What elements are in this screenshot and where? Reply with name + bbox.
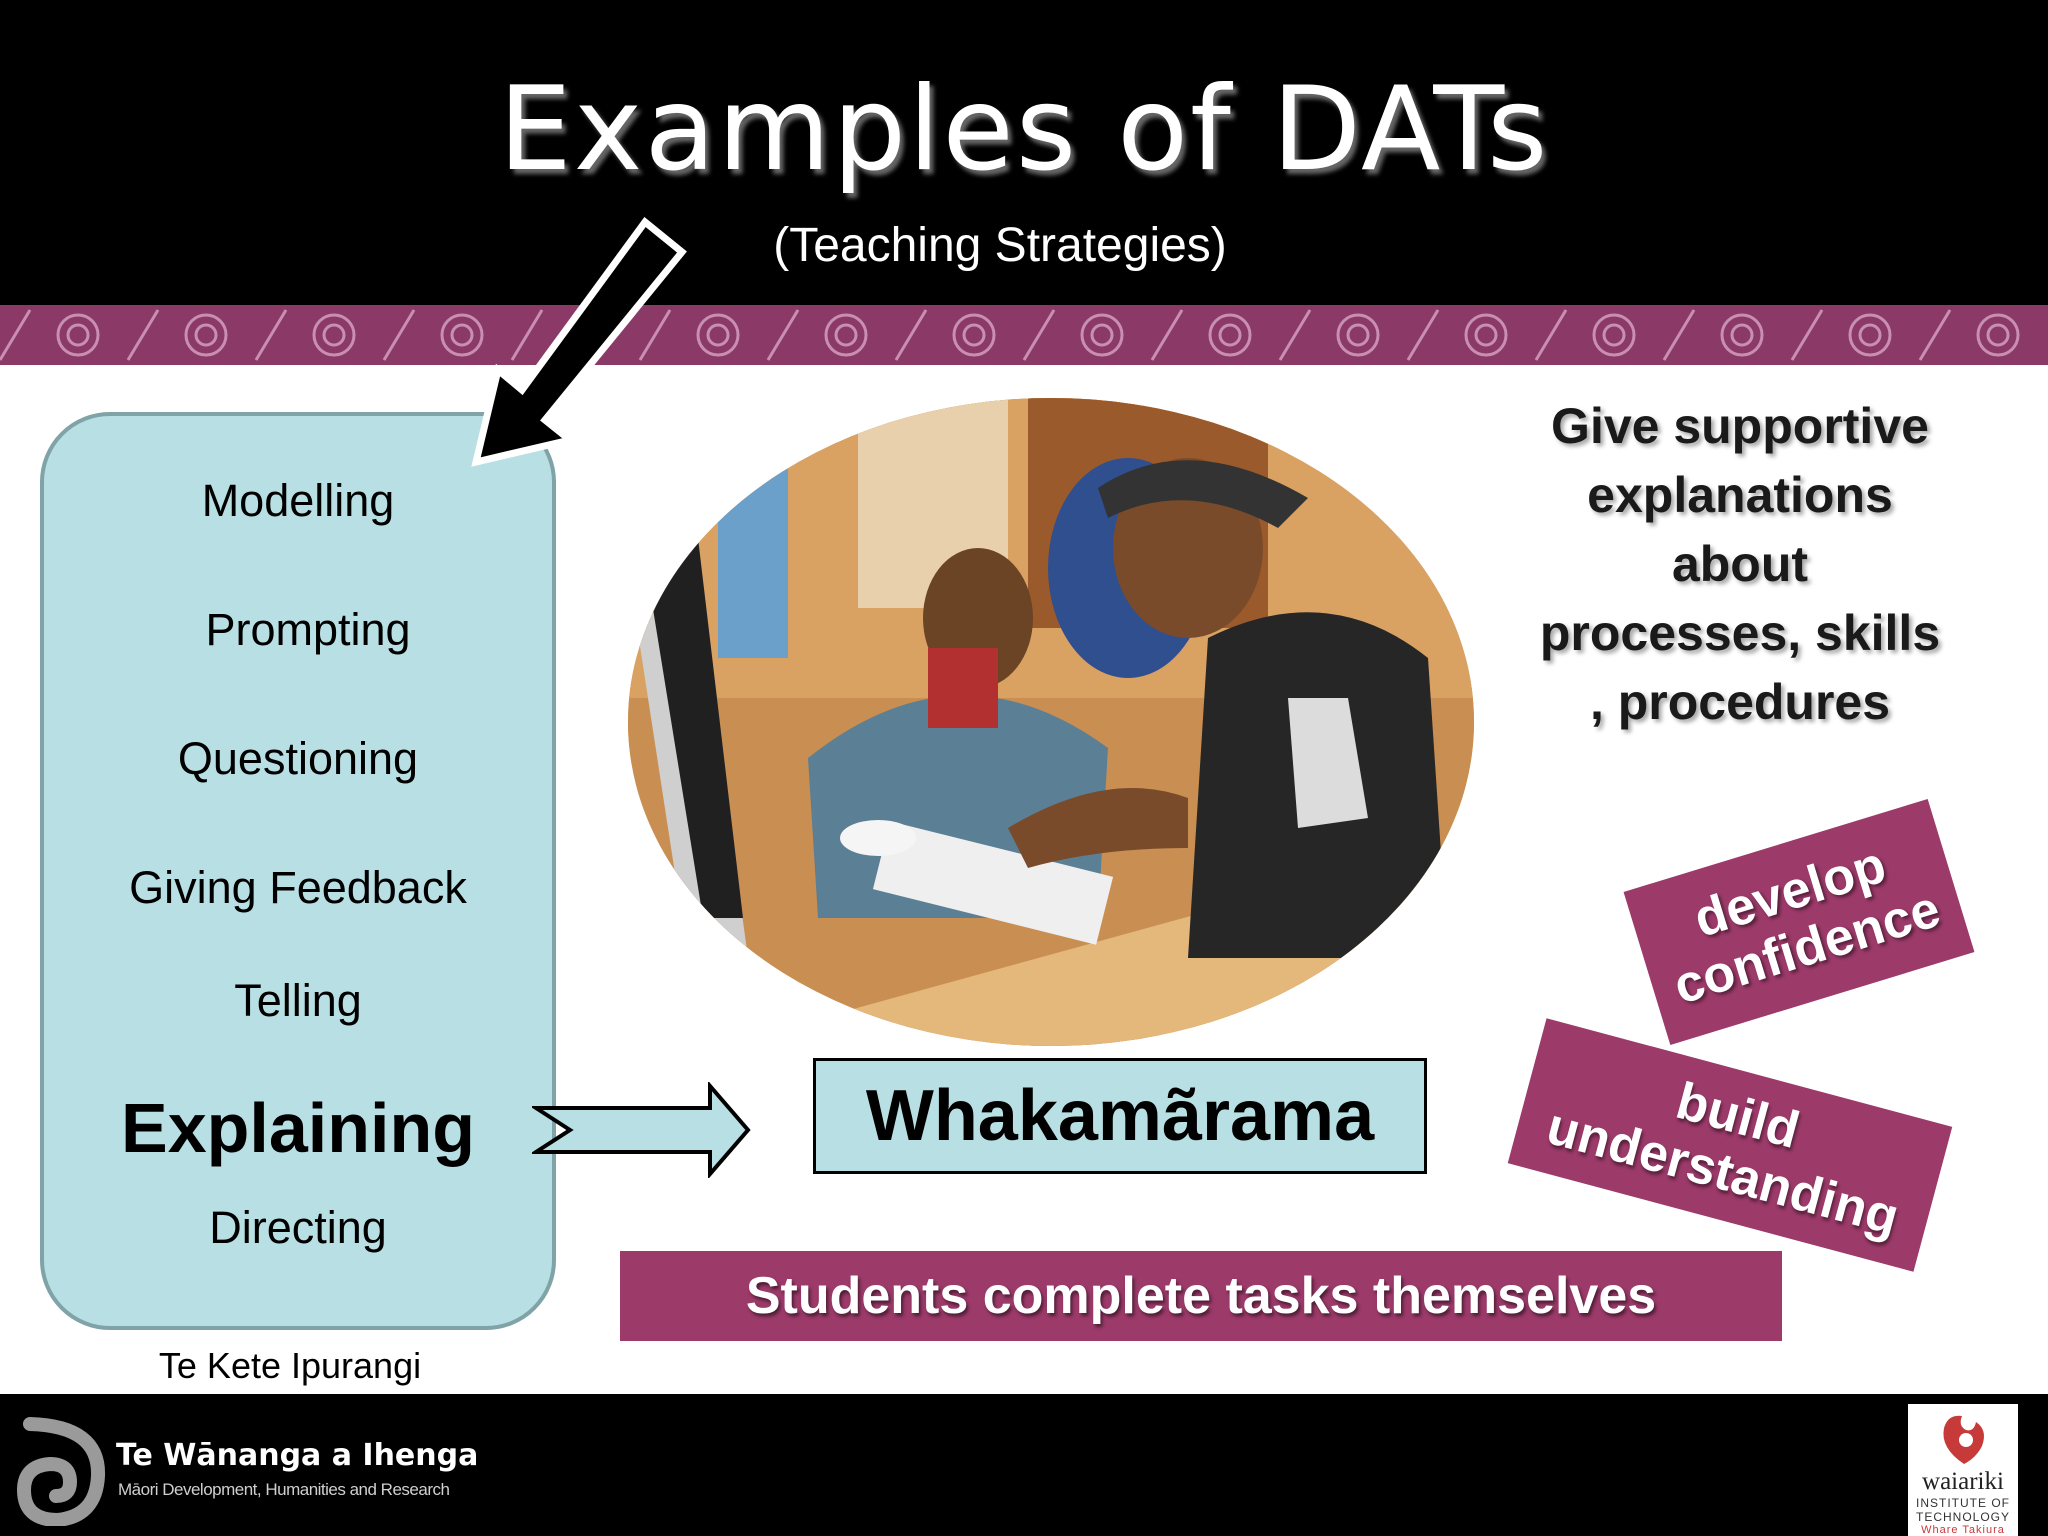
classroom-photo xyxy=(628,398,1474,1046)
waiariki-emblem-icon xyxy=(1943,1415,1984,1464)
strategy-description: Give supportive explanations about proce… xyxy=(1495,392,1985,737)
description-line: , procedures xyxy=(1589,674,1891,730)
waiariki-subtext: TECHNOLOGY xyxy=(1915,1510,2010,1524)
koru-pattern-band xyxy=(0,305,2048,365)
right-arrow-icon xyxy=(532,1082,751,1178)
strategy-item: Telling xyxy=(234,975,362,1026)
description-line: Give supportive xyxy=(1551,398,1929,454)
waiariki-subtext: INSTITUTE OF xyxy=(1916,1496,2010,1510)
org-name: Te Wānanga a Ihenga xyxy=(116,1438,479,1473)
org-department: Māori Development, Humanities and Resear… xyxy=(118,1480,450,1499)
strategy-item: Modelling xyxy=(201,475,395,526)
strategy-item: Questioning xyxy=(177,733,419,784)
strategy-item: Giving Feedback xyxy=(129,862,467,913)
strategy-item: Directing xyxy=(209,1202,387,1253)
source-credit: Te Kete Ipurangi xyxy=(158,1345,422,1386)
waiariki-name: waiariki xyxy=(1922,1468,2004,1495)
description-line: explanations xyxy=(1587,467,1893,523)
slide-footer xyxy=(0,1394,2048,1536)
build-understanding-tag: build understanding xyxy=(1507,1018,1953,1272)
description-line: processes, skills xyxy=(1539,605,1941,661)
strategies-box xyxy=(40,412,556,1330)
develop-confidence-tag: develop confidence xyxy=(1623,799,1975,1045)
slide-subtitle: (Teaching Strategies) xyxy=(773,219,1227,272)
description-line: about xyxy=(1671,536,1809,592)
waiariki-subtext: Whare Takiura xyxy=(1921,1524,2005,1536)
students-banner: Students complete tasks themselves xyxy=(620,1251,1782,1341)
strategy-item-highlighted: Explaining xyxy=(121,1089,475,1167)
strategy-item: Prompting xyxy=(205,604,411,655)
slide-title: Examples of DATs xyxy=(498,62,1550,197)
maori-term-box: Whakamãrama xyxy=(813,1058,1427,1174)
waiariki-logo: waiariki INSTITUTE OF TECHNOLOGY Whare T… xyxy=(1908,1404,2018,1536)
slide-header xyxy=(0,0,2048,305)
diagonal-arrow-icon xyxy=(471,216,687,467)
koru-logo-icon xyxy=(16,1417,106,1526)
